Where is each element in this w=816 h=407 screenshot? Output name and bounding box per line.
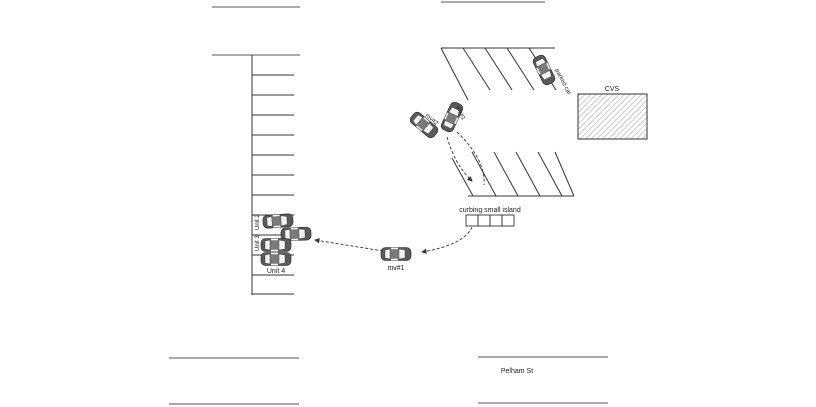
curbing-island: curbing small island [459,207,521,227]
parked-car-label: parked car [553,68,572,96]
right-lower-stalls [451,151,575,197]
curbing-label: curbing small island [459,207,521,214]
cvs-label: CVS [605,86,620,93]
car-unit-4 [260,252,292,266]
car-mv1-final [380,247,412,261]
mv1-path-from-start-2 [446,136,473,182]
mv1-start-label: mv#1 [454,105,466,121]
cvs-building: CVS [577,86,648,140]
car-unit-3 [260,238,292,252]
mv1-path-from-start-1 [456,131,485,186]
unit-3-label: Unit 3 [255,235,261,251]
mv1-final-label: mv#1 [387,265,404,272]
car-unit-2 [262,212,294,230]
unit-2-label: Unit 2 [255,214,261,230]
car-parked-right [531,53,557,87]
mv1-path-to-units [314,238,384,252]
right-upper-stalls [440,47,557,101]
mv1-path-to-center [421,226,473,254]
unit-4-label: Unit 4 [267,268,285,275]
building-footprint [577,93,648,140]
street-lines [169,1,608,405]
street-name-label: Pelham St [501,368,533,375]
vehicle-paths [314,131,485,254]
